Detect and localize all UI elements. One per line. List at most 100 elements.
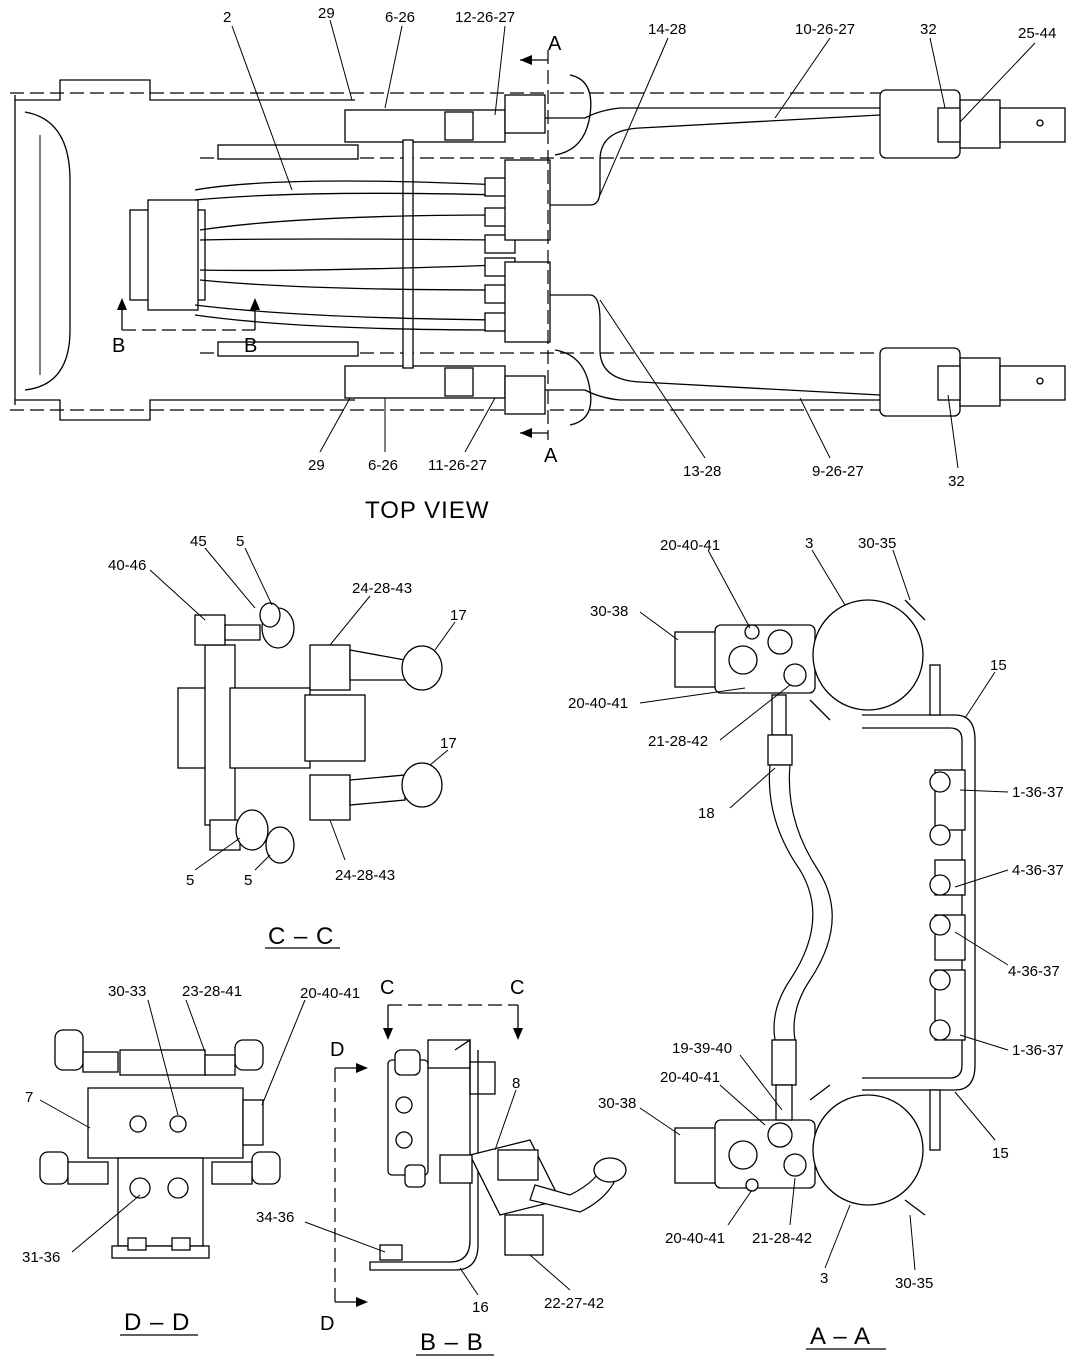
aa-label-15-bottom: 15 — [992, 1145, 1009, 1162]
aa-clamp-ring-bottom — [812, 1094, 924, 1206]
cc-fitting-17-lower — [401, 762, 443, 808]
dd-bolt-2 — [169, 1115, 187, 1133]
cc-elbow-bottom — [209, 819, 241, 851]
section-a-top-label: A — [548, 33, 562, 55]
leader-11-26-27 — [464, 397, 496, 453]
bb-arrowhead-c-left — [383, 1028, 393, 1040]
dd-bolt-31-36-b — [167, 1177, 189, 1199]
cc-fitting-24-lower — [309, 774, 351, 821]
dd-leader-7 — [39, 1099, 91, 1129]
aa-label-1-36-37-top: 1-36-37 — [1012, 784, 1064, 801]
aa-title: A – A — [810, 1323, 871, 1350]
arrowhead-b-left — [117, 298, 127, 310]
leader-29-bottom — [319, 397, 351, 453]
aa-hose-18-fitting-bottom — [775, 1084, 793, 1121]
cc-label-5-bottom-1: 5 — [186, 872, 194, 889]
aa-leader-18 — [729, 767, 776, 809]
cc-label-24-28-43-top: 24-28-43 — [352, 580, 412, 597]
aa-fitting-4-bottom-nut — [929, 914, 951, 936]
aa-valve-bottom-port-4 — [745, 1178, 759, 1192]
cc-leader-5-bottom-2 — [254, 854, 271, 871]
tie-rod — [402, 139, 414, 369]
aa-leader-20-40-41-bottom — [727, 1189, 753, 1226]
hose-run-7 — [194, 304, 501, 321]
section-b-right-label: B — [244, 335, 257, 357]
cc-leader-24-28-43-top — [329, 595, 371, 646]
crossbar-bottom — [217, 341, 359, 357]
aa-valve-bottom-port-2 — [767, 1122, 793, 1148]
dd-leader-30-33 — [147, 999, 179, 1116]
cc-fitting-24-upper — [309, 644, 351, 691]
hose-run-2 — [194, 192, 501, 201]
hose-run-3 — [199, 214, 501, 231]
cc-label-5-bottom-2: 5 — [244, 872, 252, 889]
frame-arc — [24, 111, 71, 391]
cylinder-bottom-gland — [959, 357, 1001, 407]
aa-leader-19-39-40 — [739, 1054, 783, 1111]
aa-fitting-1-bottom-nut-1 — [929, 969, 951, 991]
bb-valve-elbow — [394, 1049, 421, 1076]
cc-leader-17-bottom — [429, 749, 449, 766]
bb-leader-22-27-42 — [529, 1254, 571, 1291]
leader-29-top — [329, 19, 353, 101]
aa-clamp-band-top — [809, 599, 926, 721]
aa-leader-15-top — [964, 671, 996, 719]
hose-run-6 — [199, 279, 501, 291]
arrowhead-a-top — [520, 55, 532, 65]
aa-bracket-15-inner — [862, 727, 963, 1079]
cc-elbow-top — [194, 614, 226, 646]
aa-leader-3-bottom — [824, 1204, 851, 1269]
dd-adapter-lower-left — [67, 1161, 109, 1185]
cc-label-24-28-43-bottom: 24-28-43 — [335, 867, 395, 884]
bb-section-c-left-label: C — [380, 977, 394, 999]
label-32-bottom: 32 — [948, 473, 965, 490]
crossbar-top — [217, 144, 359, 160]
aa-leader-30-35-top — [892, 549, 911, 601]
label-25-44: 25-44 — [1018, 25, 1056, 42]
bb-leader-8 — [494, 1089, 517, 1151]
aa-leader-4-36-37-top — [954, 869, 1009, 888]
label-14-28: 14-28 — [648, 21, 686, 38]
aa-fitting-1-top-nut-1 — [929, 771, 951, 793]
bb-fitting-22-27-42 — [504, 1214, 544, 1256]
view-c-c: 45 5 40-46 24-28-43 17 17 5 5 24-28-43 C… — [108, 533, 467, 950]
dd-label-7: 7 — [25, 1089, 33, 1106]
bb-fitting-mid — [439, 1154, 473, 1184]
aa-label-19-39-40: 19-39-40 — [672, 1040, 732, 1057]
bb-arrowhead-d-bottom — [356, 1297, 368, 1307]
cylinder-top-rod — [999, 107, 1066, 143]
cylinder-top-pin — [1036, 119, 1044, 127]
dd-label-20-40-41: 20-40-41 — [300, 985, 360, 1002]
cc-leader-40-46 — [149, 569, 206, 621]
aa-label-21-28-42-bottom: 21-28-42 — [752, 1230, 812, 1247]
aa-leader-20-40-41-lowtop — [719, 1084, 766, 1126]
aa-fitting-1-bottom-nut-2 — [929, 1019, 951, 1041]
aa-fitting-4-36-37-bottom — [934, 914, 966, 961]
center-valve-core — [147, 199, 199, 311]
leader-32-bottom — [947, 394, 959, 469]
aa-leader-30-38-top — [639, 611, 679, 641]
dd-leader-31-36 — [71, 1194, 141, 1253]
aa-leader-1-36-37-bottom — [959, 1034, 1009, 1051]
manifold-lower — [504, 261, 551, 343]
bb-bracket-16 — [369, 1038, 479, 1271]
aa-label-30-38-bottom: 30-38 — [598, 1095, 636, 1112]
leader-9-26-27 — [799, 397, 831, 459]
aa-valve-bottom-port-3 — [783, 1153, 807, 1177]
bb-valve-port-2 — [395, 1131, 413, 1149]
dd-label-30-33: 30-33 — [108, 983, 146, 1000]
top-view: 2 29 6-26 12-26-27 14-28 10-26-27 32 25-… — [10, 5, 1066, 524]
dd-leader-23-28-41 — [185, 999, 206, 1053]
cc-valve-cap — [304, 694, 366, 762]
aa-label-15-top: 15 — [990, 657, 1007, 674]
aa-hose-18-fitting-top — [771, 694, 787, 736]
bb-section-d-bottom-label: D — [320, 1313, 334, 1335]
bb-valve-port-1 — [395, 1096, 413, 1114]
aa-bracket-tab-top — [929, 664, 941, 716]
aa-label-3-top: 3 — [805, 535, 813, 552]
aa-hose-18-ferrule-top — [767, 734, 793, 766]
leader-6-26-top — [384, 25, 403, 109]
section-b-left-label: B — [112, 335, 125, 357]
cc-fitting-5-lower-1 — [235, 809, 269, 851]
